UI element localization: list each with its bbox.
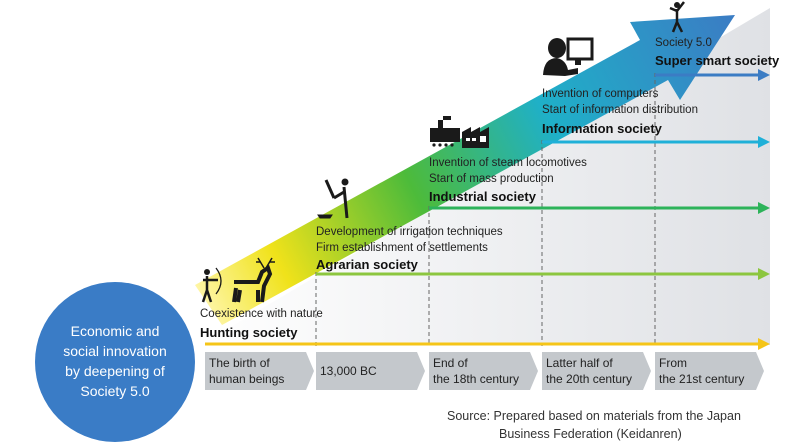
super-smart-society-label-group: Society 5.0 Super smart society [655,37,780,68]
timeline-label: the 18th century [433,372,519,386]
timeline-step: From the 21st century [655,352,764,390]
society-name: Super smart society [655,53,780,68]
timeline-label: Latter half of [546,356,613,370]
source-note: Source: Prepared based on materials from… [447,409,741,423]
timeline-label: 13,000 BC [320,364,377,378]
society-name: Hunting society [200,325,298,340]
timeline-step: End of the 18th century [429,352,538,390]
circle-text: by deepening of [65,363,165,379]
source-note: Business Federation (Keidanren) [499,427,682,441]
era-arrow [542,136,770,148]
society-note: Coexistence with nature [200,308,323,320]
circle-text: Economic and [71,323,160,339]
hunter-and-deer-icon [201,257,275,303]
timeline-label: the 20th century [546,372,632,386]
era-arrow [205,338,770,350]
computer-user-icon [543,37,594,76]
agrarian-society-label-group: Development of irrigation techniques Fir… [316,226,503,272]
timeline-label: human beings [209,372,284,386]
society-note: Society 5.0 [655,37,712,49]
society-note: Firm establishment of settlements [316,242,488,254]
innovation-circle [35,282,195,442]
circle-text: Society 5.0 [80,383,149,399]
era-arrow [429,202,770,214]
society-note: Start of information distribution [542,104,698,116]
era-arrow [655,69,770,81]
industrial-society-label-group: Invention of steam locomotives Start of … [429,157,587,204]
society-note: Invention of computers [542,88,659,100]
society-name: Agrarian society [316,257,419,272]
locomotive-factory-icon [430,116,489,148]
society-note: Start of mass production [429,173,554,185]
timeline-step: Latter half of the 20th century [542,352,651,390]
society-note: Development of irrigation techniques [316,226,503,238]
society-name: Industrial society [429,189,537,204]
timeline-step: 13,000 BC [316,352,425,390]
era-arrow [316,268,770,280]
cheering-person-icon [669,1,685,33]
hunting-society-label-group: Coexistence with nature Hunting society [200,308,323,340]
circle-text: social innovation [63,343,167,359]
timeline-label: End of [433,356,468,370]
information-society-label-group: Invention of computers Start of informat… [542,88,698,136]
farmer-icon [317,178,349,219]
timeline-step: The birth of human beings [205,352,314,390]
society-note: Invention of steam locomotives [429,157,587,169]
progress-arrow [195,15,735,325]
timeline-label: the 21st century [659,372,744,386]
society-name: Information society [542,121,663,136]
timeline-label: The birth of [209,356,270,370]
timeline-label: From [659,356,687,370]
